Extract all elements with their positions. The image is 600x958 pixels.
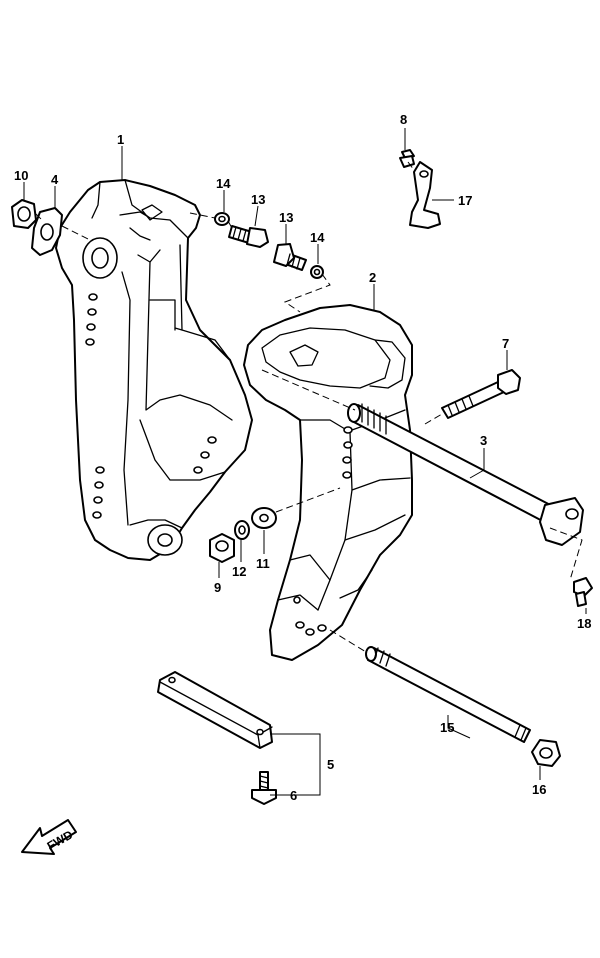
clamp-bracket-right bbox=[243, 304, 413, 661]
fwd-arrow-icon: FWD bbox=[21, 819, 77, 855]
callout-14b: 14 bbox=[310, 230, 325, 245]
callout-12: 12 bbox=[232, 564, 246, 579]
washer-12 bbox=[234, 520, 250, 540]
callout-16: 16 bbox=[532, 782, 546, 797]
callout-17: 17 bbox=[458, 193, 472, 208]
clamp-bracket-left bbox=[55, 179, 253, 561]
callout-18: 18 bbox=[577, 616, 591, 631]
callout-labels: 1 10 4 14 13 13 14 8 17 2 7 3 9 12 11 18… bbox=[14, 112, 591, 803]
nut-9 bbox=[209, 533, 235, 563]
washer-11 bbox=[251, 507, 277, 529]
plate-5 bbox=[157, 671, 273, 749]
washer-14-lower bbox=[310, 265, 324, 279]
callout-8: 8 bbox=[400, 112, 407, 127]
screw-8 bbox=[399, 149, 415, 168]
callout-13b: 13 bbox=[279, 210, 293, 225]
washer-14-upper bbox=[214, 212, 230, 226]
clip-17 bbox=[409, 161, 441, 229]
bolt-7 bbox=[441, 369, 521, 419]
callout-14a: 14 bbox=[216, 176, 231, 191]
callout-3: 3 bbox=[480, 433, 487, 448]
callout-5: 5 bbox=[327, 757, 334, 772]
gasket bbox=[31, 207, 63, 256]
nut-10 bbox=[11, 199, 37, 229]
callout-2: 2 bbox=[369, 270, 376, 285]
rod-15 bbox=[365, 646, 531, 743]
bolt-13-upper bbox=[228, 225, 269, 248]
callout-7: 7 bbox=[502, 336, 509, 351]
callout-13a: 13 bbox=[251, 192, 265, 207]
callout-9: 9 bbox=[214, 580, 221, 595]
callout-4: 4 bbox=[51, 172, 59, 187]
tilt-tube bbox=[347, 403, 584, 546]
bolt-6 bbox=[251, 771, 277, 805]
callout-11: 11 bbox=[256, 556, 270, 571]
callout-15: 15 bbox=[440, 720, 454, 735]
assembly-lines bbox=[35, 161, 583, 653]
callout-1: 1 bbox=[117, 132, 124, 147]
callout-6: 6 bbox=[290, 788, 297, 803]
bolt-13-lower bbox=[273, 243, 307, 271]
nut-16 bbox=[531, 739, 561, 767]
leader-lines bbox=[23, 128, 587, 796]
bolt-18 bbox=[573, 577, 593, 607]
callout-10: 10 bbox=[14, 168, 28, 183]
